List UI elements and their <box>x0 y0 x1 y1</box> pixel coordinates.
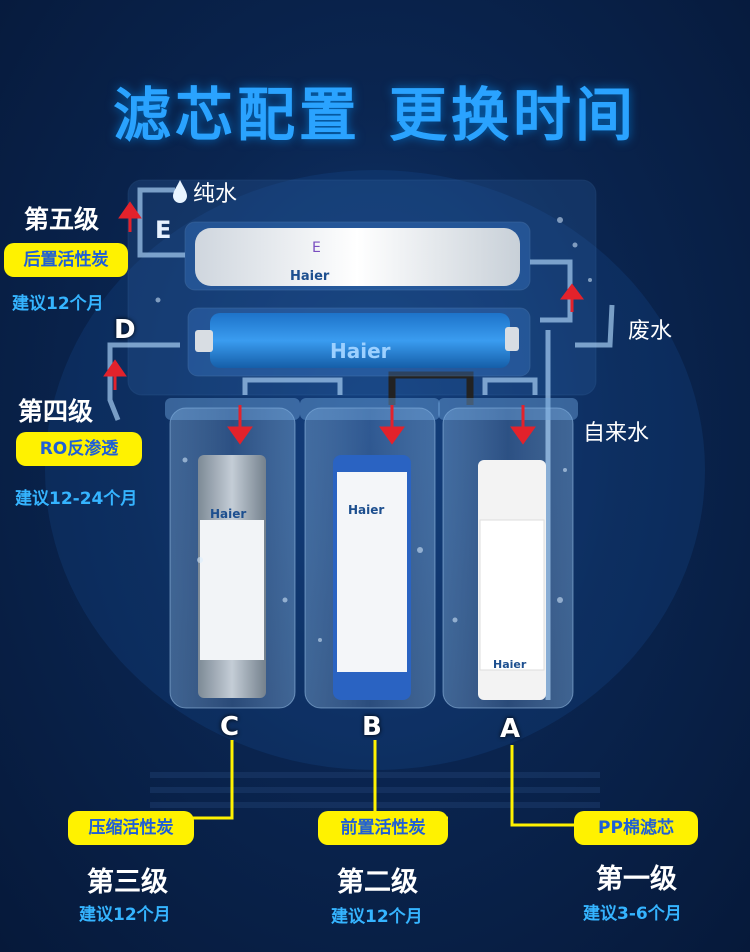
stage-2-name-badge: 前置活性炭 <box>318 811 448 845</box>
stage-1-name-badge: PP棉滤芯 <box>574 811 698 845</box>
svg-text:Haier: Haier <box>493 658 527 671</box>
svg-text:Haier: Haier <box>348 503 384 517</box>
svg-text:Haier: Haier <box>210 507 246 521</box>
waste-water-label: 废水 <box>628 319 673 344</box>
letter-a: A <box>500 714 521 744</box>
stage-3-advice: 建议12个月 <box>79 905 171 925</box>
stage-3-name-badge: 压缩活性炭 <box>68 811 194 845</box>
letter-c: C <box>220 712 240 742</box>
page-title: 滤芯配置更换时间 <box>0 68 750 152</box>
stage-1-advice: 建议3-6个月 <box>583 904 682 924</box>
stage-2-advice: 建议12个月 <box>331 907 423 927</box>
title-part-1: 滤芯配置 <box>112 81 361 149</box>
letter-d: D <box>114 315 136 345</box>
stage-2-title: 第二级 <box>337 867 418 898</box>
stage-4-name-badge: RO反渗透 <box>16 432 142 466</box>
stage-5-advice: 建议12个月 <box>12 294 104 314</box>
title-part-2: 更换时间 <box>389 81 638 149</box>
stage-5-name-badge: 后置活性炭 <box>4 243 128 277</box>
stage-4-title: 第四级 <box>18 397 94 426</box>
stage-1-title: 第一级 <box>596 864 677 895</box>
letter-e: E <box>155 216 172 244</box>
svg-text:Haier: Haier <box>330 339 391 363</box>
pure-water-label: 纯水 <box>193 182 238 207</box>
stage-5-title: 第五级 <box>24 205 100 234</box>
svg-text:Haier: Haier <box>290 269 330 284</box>
letter-b: B <box>362 712 382 742</box>
stage-4-advice: 建议12-24个月 <box>15 489 138 509</box>
stage-3-title: 第三级 <box>87 867 168 898</box>
tap-water-label: 自来水 <box>583 421 650 446</box>
svg-text:E: E <box>312 240 321 256</box>
